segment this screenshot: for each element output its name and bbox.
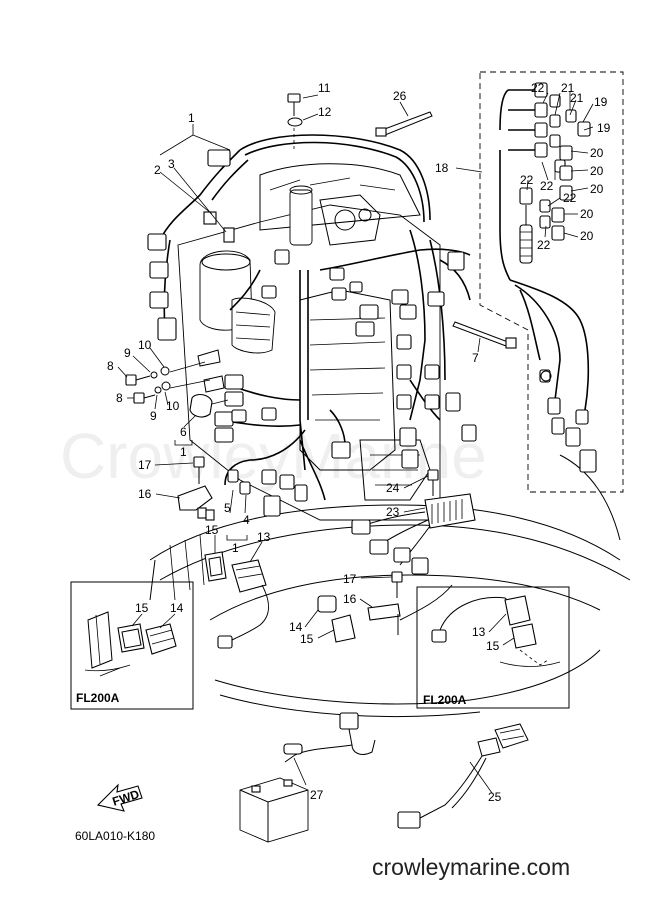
clamp-10 [169,349,225,393]
sensor-13-center [217,559,269,649]
callout-20-c: 20 [590,182,604,196]
callout-labels: 1 2 3 11 12 26 18 7 22 21 21 19 19 20 20… [107,81,611,804]
callout-25: 25 [488,790,502,804]
callout-15-center: 15 [205,523,219,537]
callout-24: 24 [386,481,400,495]
callout-17-right: 17 [343,572,357,586]
callout-8-a: 8 [107,359,114,373]
callout-10-b: 10 [166,399,180,413]
callout-22-b: 22 [540,179,554,193]
callout-26: 26 [393,89,407,103]
rectifier-23 [351,493,476,575]
callout-7: 7 [472,351,479,365]
inset-left-model: FL200A [76,691,120,705]
callout-16-left: 16 [138,487,152,501]
callout-12: 12 [318,105,332,119]
callout-9-b: 9 [150,409,157,423]
site-url: crowleymarine.com [372,854,571,880]
bolt-17-left [193,456,205,484]
callout-4: 4 [243,513,250,527]
callout-22-d: 22 [563,191,577,205]
grommet-15-center [204,551,227,582]
harness-connectors [147,149,477,517]
callout-1-mid: 1 [180,445,187,459]
callout-15-inset-right: 15 [486,639,500,653]
bolt-8-upper [125,366,170,386]
bracket-16-right [367,603,401,635]
callout-18: 18 [435,161,449,175]
callout-20-d: 20 [580,207,594,221]
callout-14-inset: 14 [170,601,184,615]
cable-tie-7 [452,321,517,353]
battery-cable-27 [283,712,376,786]
callout-2: 2 [154,163,161,177]
callout-19-a: 19 [594,95,608,109]
bolt-24 [427,469,439,496]
callout-13-inset: 13 [472,625,486,639]
grommet-15-right [331,614,356,643]
washer-12 [287,113,319,127]
sensor-6 [189,393,229,418]
callout-15-right: 15 [300,632,314,646]
callout-8-b: 8 [116,391,123,405]
callout-10-a: 10 [138,338,152,352]
fwd-arrow-icon: FWD [96,783,143,812]
callout-19-b: 19 [597,121,611,135]
callout-27: 27 [310,788,324,802]
callout-22-c: 22 [520,173,534,187]
callout-13-center: 13 [257,530,271,544]
sub-harness-18-box [455,71,624,493]
callout-23: 23 [386,505,400,519]
callout-15-inset: 15 [135,601,149,615]
cable-tie-26 [375,101,433,137]
battery [239,777,309,843]
callout-3: 3 [168,157,175,171]
bolt-8-lower [133,381,171,404]
callout-22-a: 22 [531,81,545,95]
callout-14-center: 14 [289,620,303,634]
main-wiring-harness [159,134,471,501]
inset-right [416,586,570,709]
callout-21-b: 21 [570,91,584,105]
callout-11: 11 [318,81,331,95]
extension-cable-25 [397,723,529,829]
callout-6: 6 [180,425,187,439]
callout-21-a: 21 [561,81,575,95]
bracket-16-left [177,485,215,521]
callout-20-a: 20 [590,146,604,160]
callout-5: 5 [224,501,231,515]
callout-22-e: 22 [537,238,551,252]
engine-base-outline [149,454,631,718]
callout-1-top: 1 [188,111,195,125]
callout-9-a: 9 [124,346,131,360]
callout-20-e: 20 [580,229,594,243]
callout-17-left: 17 [138,458,152,472]
leader-lines [117,91,594,646]
inset-right-model: FL200A [423,693,467,707]
bolt-17-right [391,571,403,598]
callout-1-low: 1 [232,541,239,555]
diagram-code: 60LA010-K180 [75,829,155,843]
bolt-11 [287,93,319,116]
part-14-center [317,595,337,613]
callout-16-right: 16 [343,592,357,606]
callout-20-b: 20 [590,164,604,178]
